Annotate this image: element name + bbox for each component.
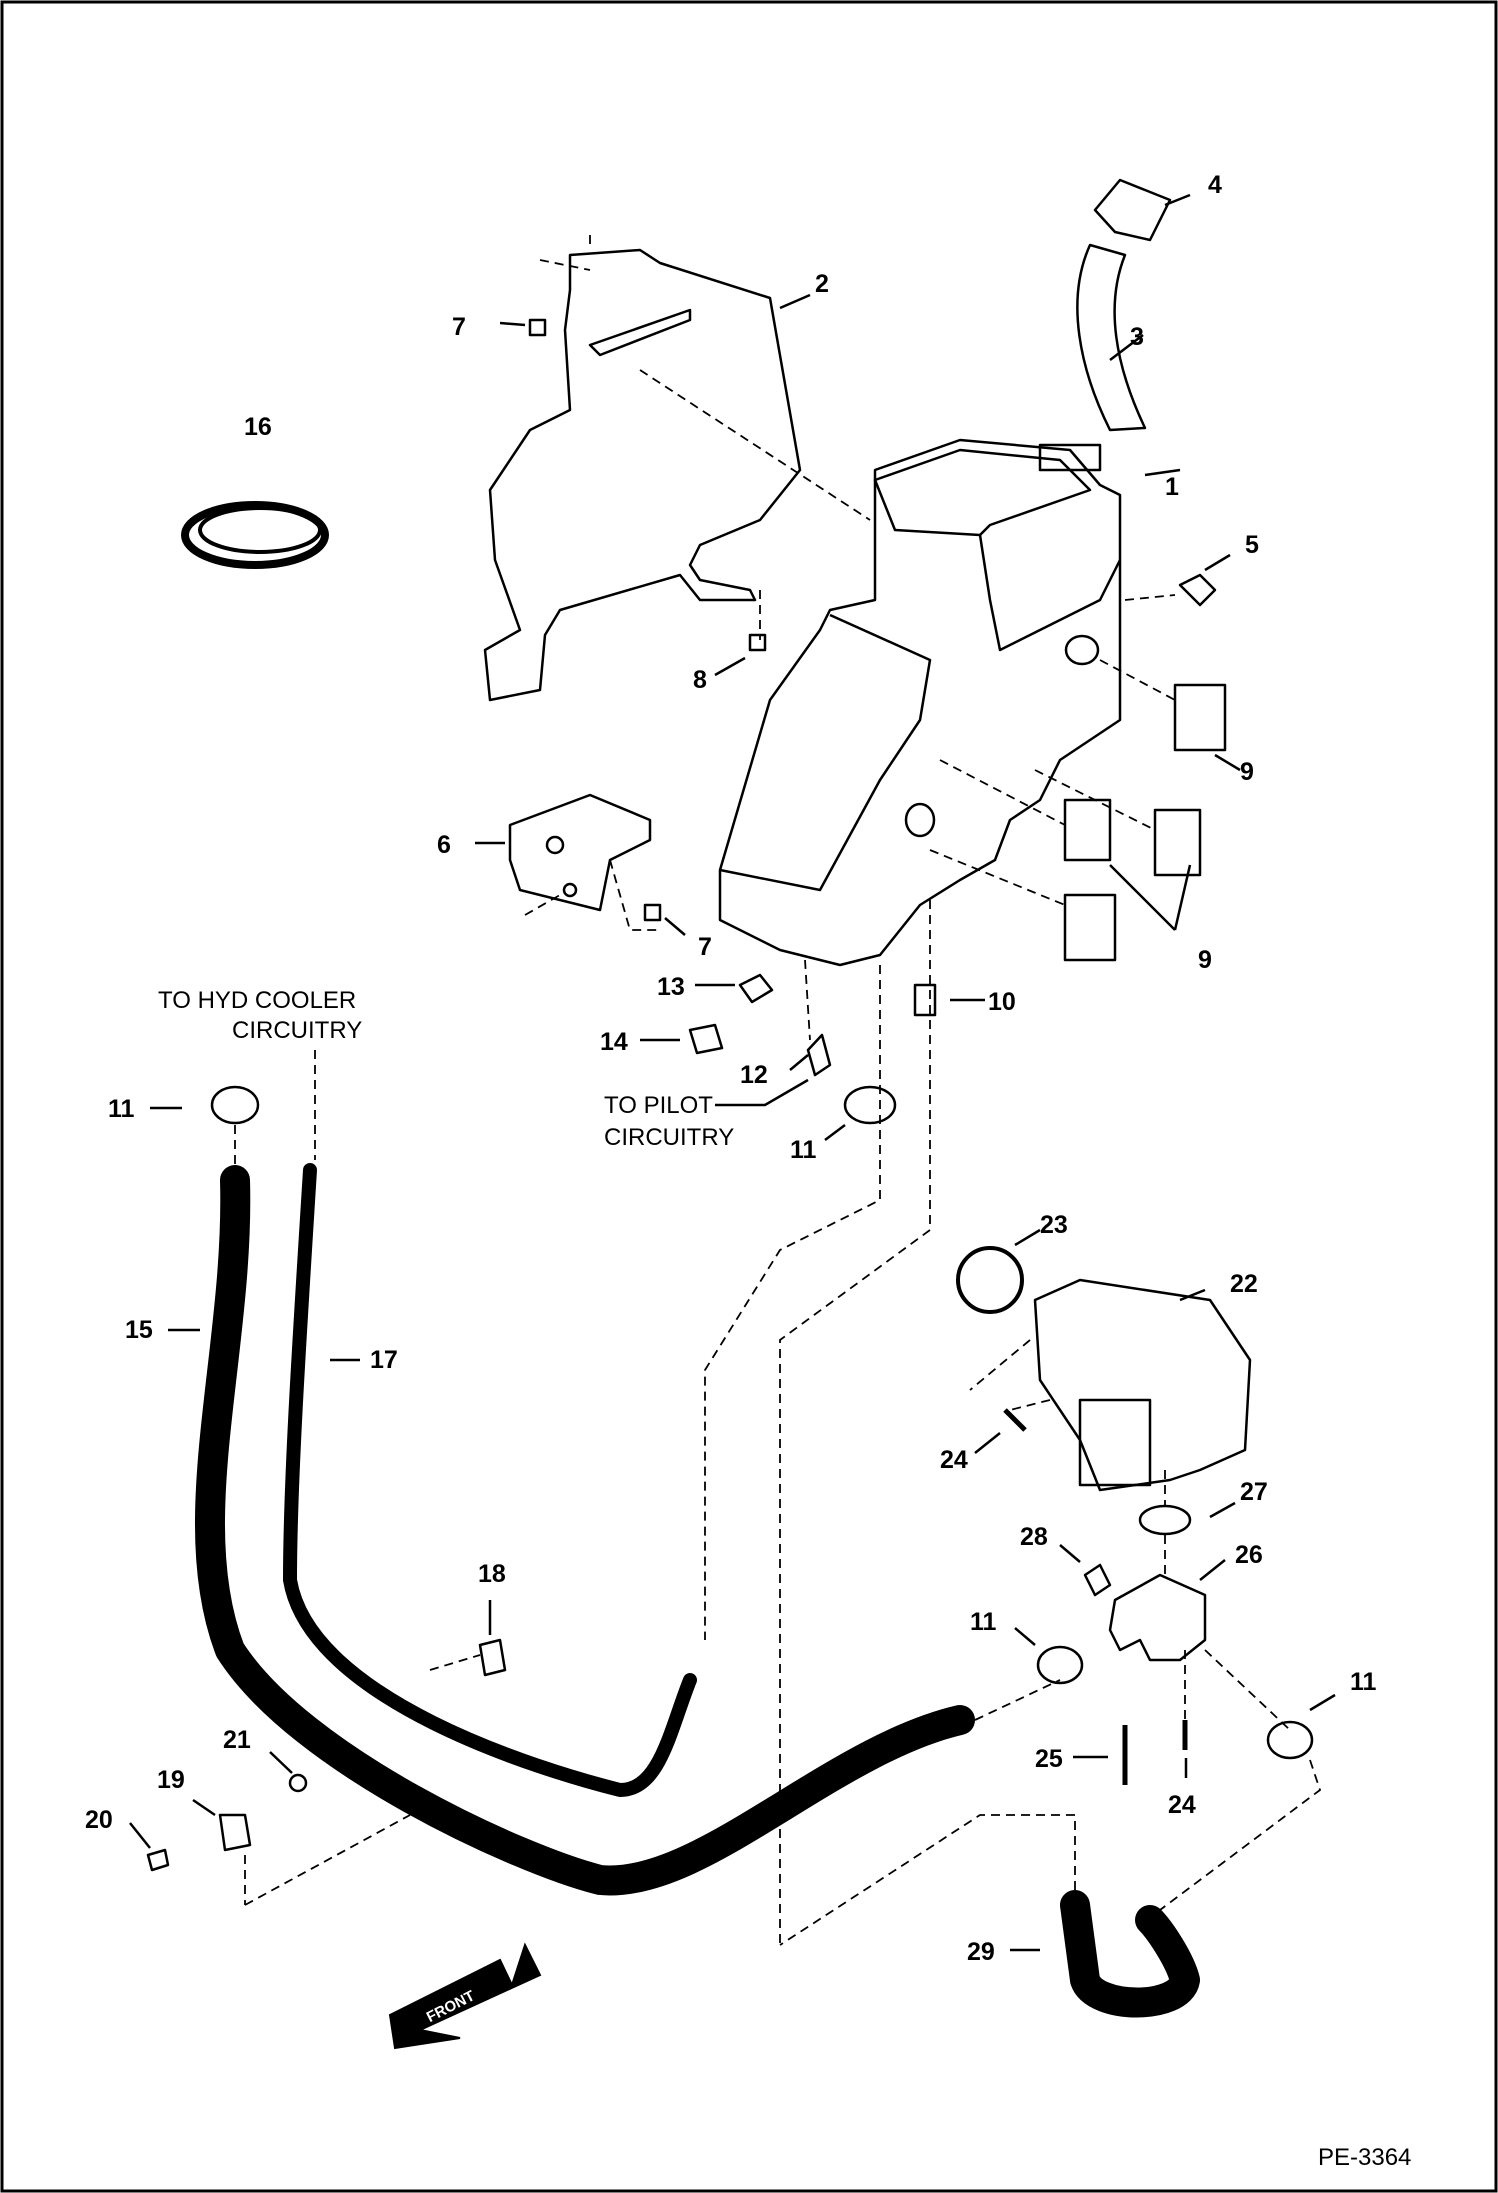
note-hyd-cooler-line1: TO HYD COOLER: [158, 987, 356, 1014]
tank-lower-face: [719, 613, 932, 892]
figure-reference: PE-3364: [1318, 2144, 1411, 2171]
seal-part-27: [1138, 1504, 1192, 1536]
callout-14: 14: [600, 1028, 628, 1056]
callout-12: 12: [740, 1061, 768, 1089]
bolt-part-7b: [643, 903, 662, 922]
callout-7-upper: 7: [452, 313, 466, 341]
tank-side-edge: [978, 534, 1122, 652]
callout-17: 17: [370, 1346, 398, 1374]
cap-part-4: [1093, 178, 1172, 242]
shield-slot: [588, 308, 692, 357]
callout-11-pump: 11: [970, 1608, 997, 1636]
hose-part-15: [194, 1165, 975, 1896]
callout-24-lower: 24: [1168, 1791, 1196, 1819]
callout-13: 13: [657, 973, 685, 1001]
callout-19: 19: [157, 1766, 185, 1794]
note-pilot-line2: CIRCUITRY: [604, 1124, 734, 1151]
tank-port-lower: [904, 802, 936, 838]
pad-part-9a: [1173, 683, 1227, 752]
hose-part-17: [283, 1163, 697, 1797]
clamp-part-11d: [1266, 1720, 1314, 1760]
callout-29: 29: [967, 1938, 995, 1966]
note-pilot-line1: TO PILOT: [604, 1092, 713, 1119]
clamp-part-11c: [1036, 1645, 1084, 1685]
callout-26: 26: [1235, 1541, 1263, 1569]
callout-18: 18: [478, 1560, 506, 1588]
shield-part-2: [483, 248, 802, 702]
plug-part-28: [1083, 1563, 1112, 1597]
bolt-part-7a: [528, 318, 547, 337]
tank-neck: [1038, 443, 1102, 472]
callout-20: 20: [85, 1806, 113, 1834]
callout-21: 21: [223, 1726, 251, 1754]
callout-5: 5: [1245, 531, 1259, 559]
note-hyd-cooler-line2: CIRCUITRY: [232, 1017, 362, 1044]
callout-4: 4: [1208, 171, 1222, 199]
callout-6: 6: [437, 831, 451, 859]
fitting-part-10: [913, 983, 937, 1017]
callout-22: 22: [1230, 1270, 1258, 1298]
callout-1: 1: [1165, 473, 1179, 501]
tank-top-face: [873, 448, 1092, 537]
callout-10: 10: [988, 988, 1016, 1016]
gear-part-23: [956, 1246, 1024, 1314]
callout-28: 28: [1020, 1523, 1048, 1551]
bolt-part-20: [146, 1848, 170, 1872]
bracket-part-6: [508, 793, 652, 912]
fill-hose-part-3: [1076, 243, 1147, 432]
callout-11-left: 11: [108, 1095, 135, 1123]
front-arrow-icon: [388, 1942, 542, 2050]
coil-hose-part-16: [181, 501, 329, 569]
tank-part-1: [718, 438, 1122, 967]
callout-25: 25: [1035, 1745, 1063, 1773]
callout-27: 27: [1240, 1478, 1268, 1506]
plug-part-5: [1178, 573, 1217, 607]
callout-9-upper: 9: [1240, 758, 1254, 786]
fitting-part-12: [806, 1033, 832, 1077]
clip-part-19: [218, 1813, 252, 1852]
fitting-part-26: [1108, 1573, 1207, 1662]
callout-2: 2: [815, 270, 829, 298]
bolt-part-24a: [1003, 1408, 1027, 1432]
callout-23: 23: [1040, 1211, 1068, 1239]
clip-part-18: [478, 1638, 507, 1677]
hose-part-29: [1060, 1890, 1200, 2018]
pad-part-9c: [1153, 808, 1202, 877]
callout-11-right: 11: [1350, 1668, 1377, 1696]
callout-9-lower: 9: [1198, 946, 1212, 974]
bolt-part-8: [748, 633, 767, 652]
clamp-part-11a: [210, 1085, 260, 1125]
clamp-part-11b: [843, 1085, 897, 1125]
fitting-part-13: [738, 973, 774, 1004]
callout-7-lower: 7: [698, 933, 712, 961]
cap-part-14: [688, 1023, 724, 1055]
pad-part-9b: [1063, 798, 1112, 862]
callout-8: 8: [693, 666, 707, 694]
callout-16: 16: [244, 413, 272, 441]
callout-24-upper: 24: [940, 1446, 968, 1474]
tank-port-upper: [1064, 634, 1100, 666]
nut-part-21: [288, 1773, 308, 1793]
callout-3: 3: [1130, 323, 1144, 351]
pump-part-22: [1033, 1278, 1252, 1492]
callout-15: 15: [125, 1316, 153, 1344]
callout-11-mid: 11: [790, 1136, 817, 1164]
pad-part-9d: [1063, 893, 1117, 962]
